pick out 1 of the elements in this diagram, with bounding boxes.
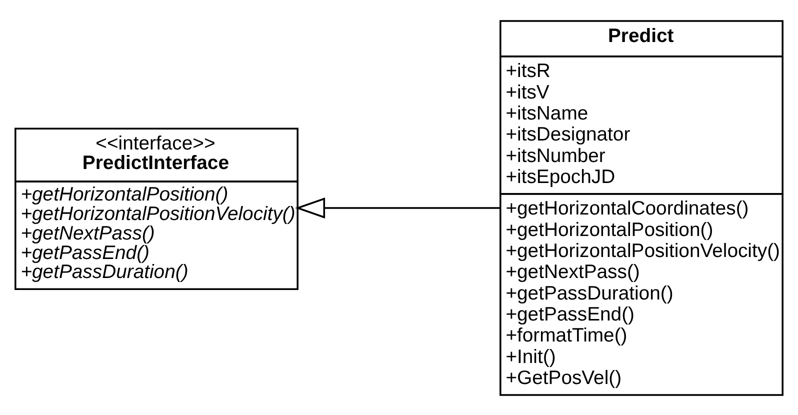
arrow [295, 197, 500, 218]
